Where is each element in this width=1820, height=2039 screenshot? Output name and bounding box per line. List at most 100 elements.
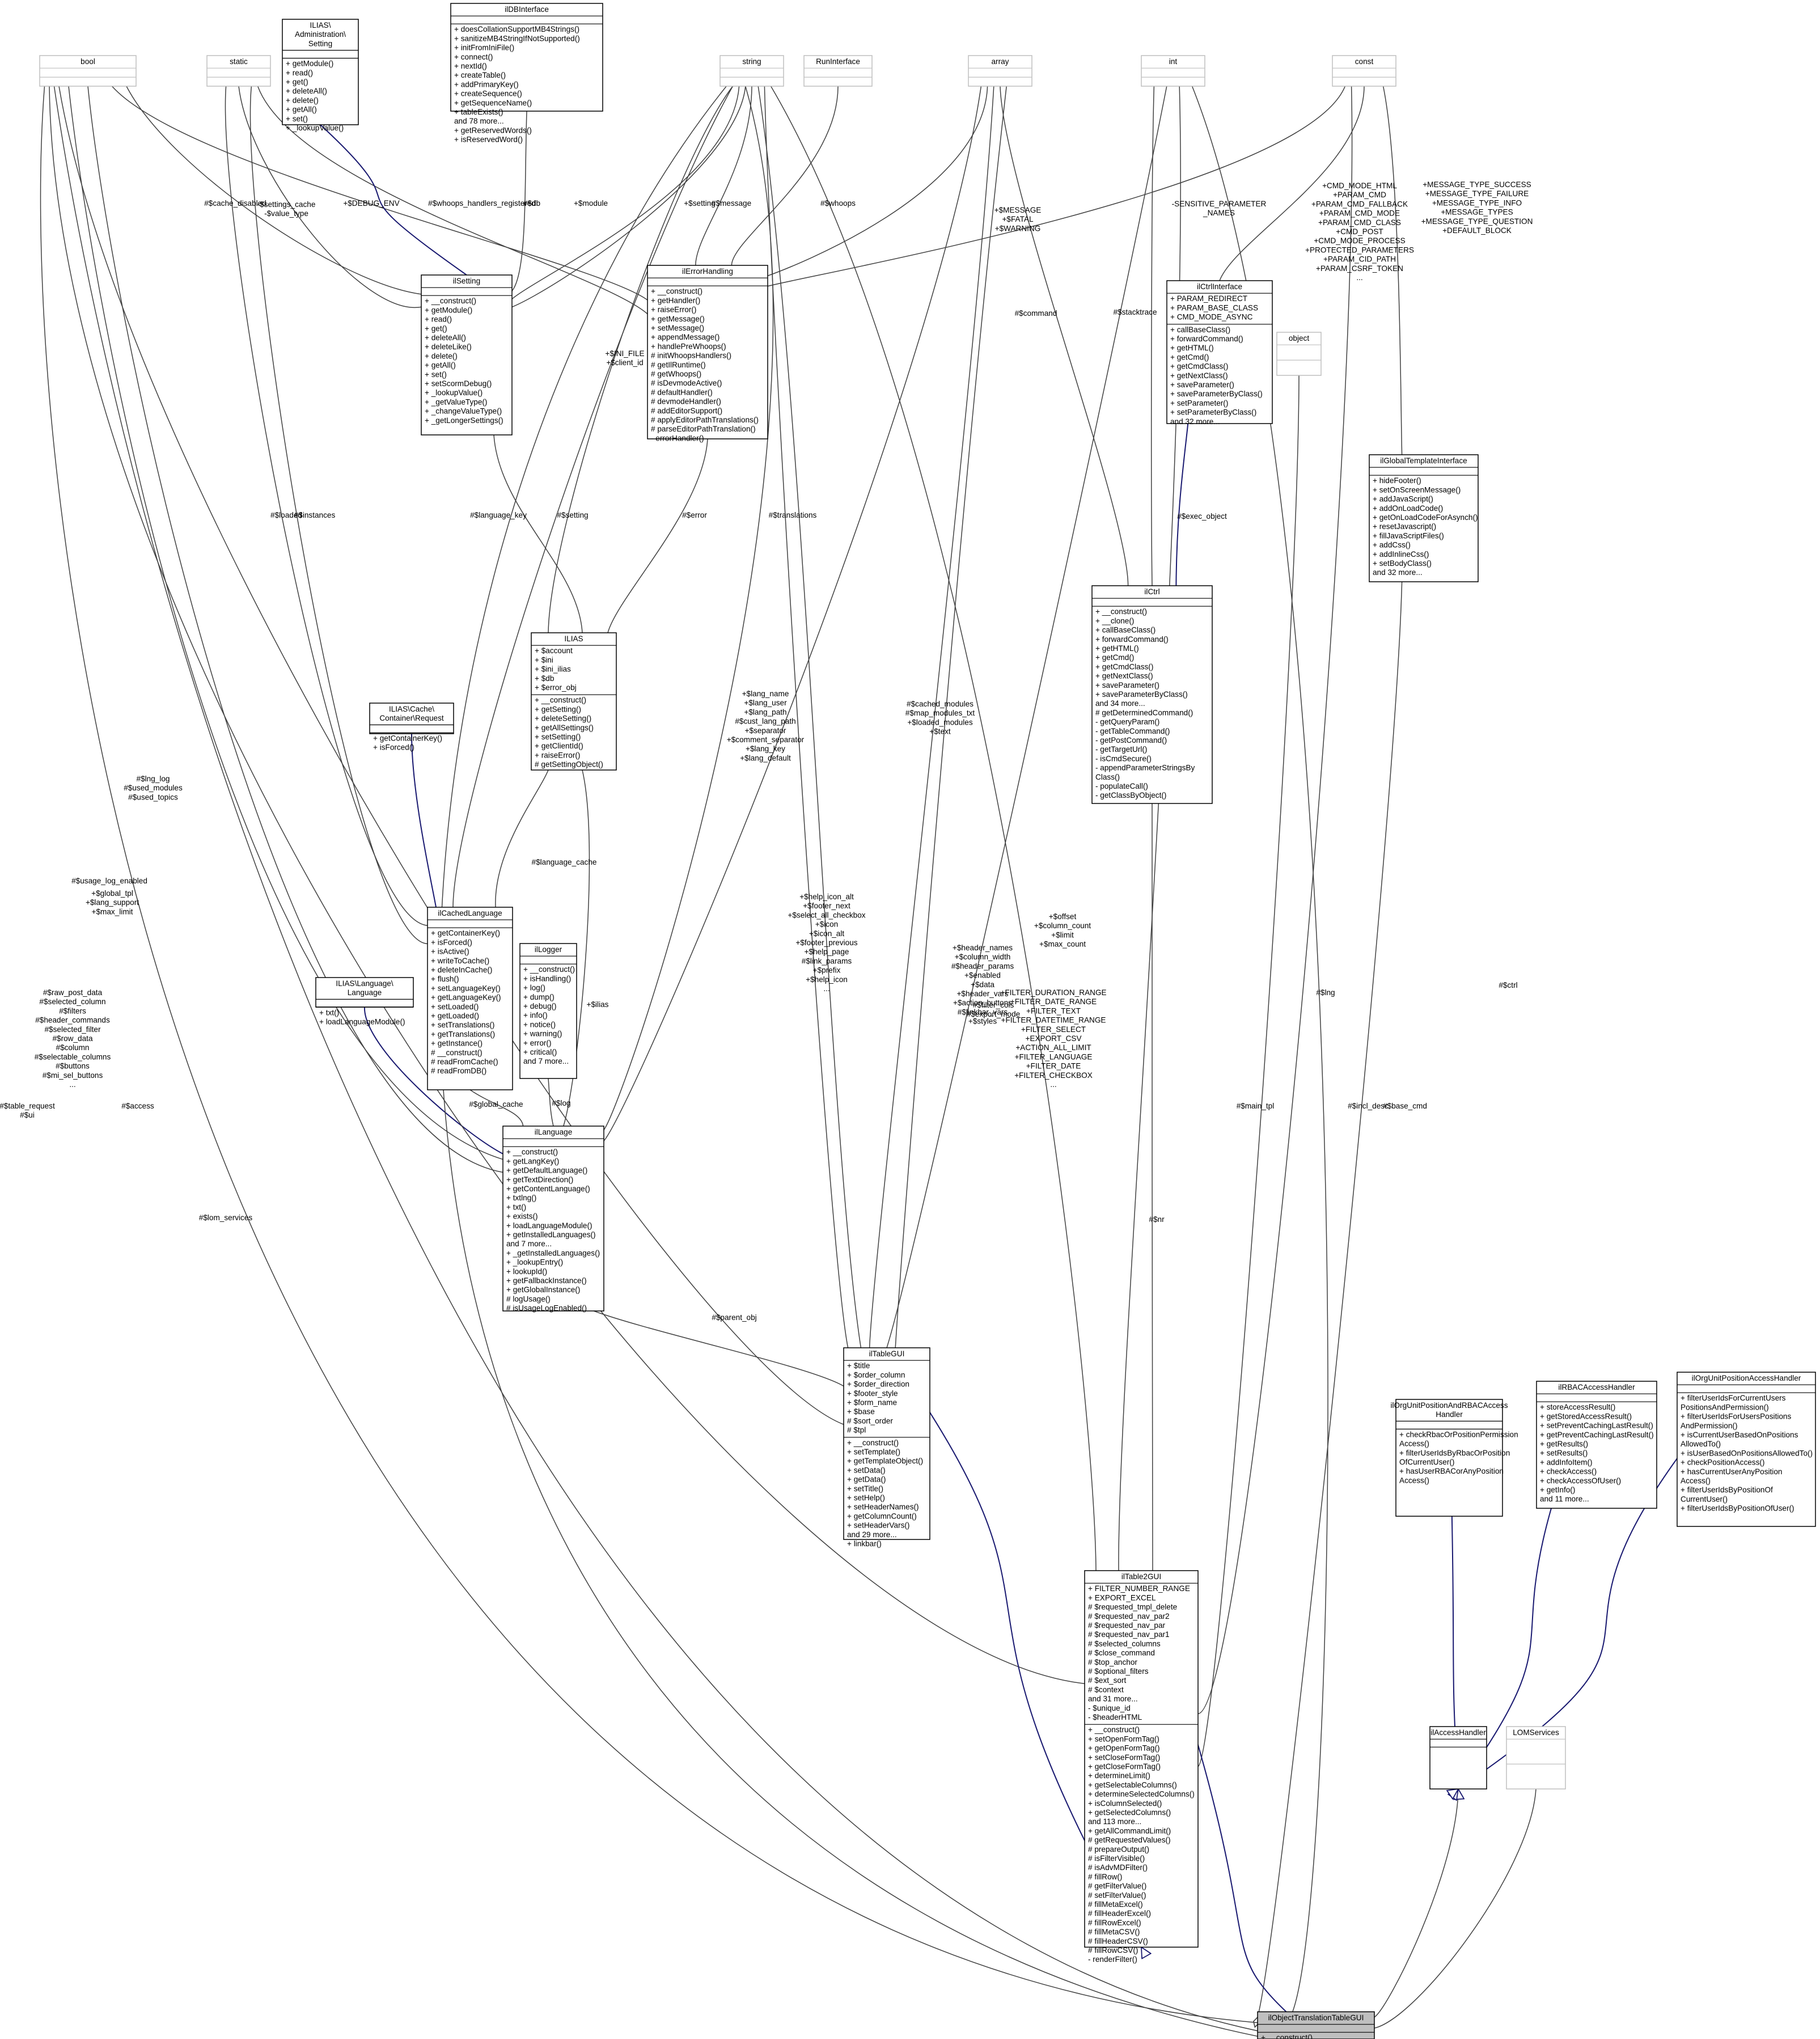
class-method: # isFilterVisible() xyxy=(1088,1854,1145,1863)
class-title: ilCtrl xyxy=(1144,587,1159,596)
class-node-ilias[interactable]: ILIAS+ $account+ $ini+ $ini_ilias+ $db+ … xyxy=(531,632,617,771)
class-node-object[interactable]: object xyxy=(1276,332,1322,376)
class-method: + createSequence() xyxy=(454,90,522,98)
class-method: and 34 more... xyxy=(1095,699,1145,708)
class-node-rbacacc[interactable]: ilRBACAccessHandler+ storeAccessResult()… xyxy=(1536,1381,1657,1509)
class-title: ILIAS xyxy=(564,634,583,643)
class-node-int[interactable]: int xyxy=(1141,55,1205,87)
edge-label: #$setting xyxy=(557,511,588,519)
class-node-langif[interactable]: ILIAS\Language\Language+ txt()+ loadLang… xyxy=(315,977,414,1026)
class-node-objtrans[interactable]: ilObjectTranslationTableGUI+ __construct… xyxy=(1257,2011,1375,2039)
edge-runif-to-ilerror xyxy=(728,86,839,277)
class-method: AndPermission() xyxy=(1681,1422,1737,1430)
class-method: + deleteInCache() xyxy=(431,966,492,974)
edge-label: -SENSITIVE_PARAMETER_NAMES xyxy=(1172,200,1267,217)
class-method: + getFallbackInstance() xyxy=(506,1276,587,1285)
edge-label: #$whoops xyxy=(820,199,856,208)
class-box xyxy=(1276,332,1322,376)
class-method: + getAll() xyxy=(286,105,317,114)
class-title: ilCachedLanguage xyxy=(438,909,502,917)
class-method: - populateCall() xyxy=(1095,782,1148,790)
class-member: + $ini_ilias xyxy=(535,665,571,674)
class-method: + getContainerKey() xyxy=(373,734,442,742)
class-method: # isUsageLogEnabled() xyxy=(506,1304,587,1313)
class-node-language[interactable]: ilLanguage+ __construct()+ getLangKey()+… xyxy=(502,1126,604,1313)
class-method: + getReservedWords() xyxy=(454,126,532,134)
class-method: + setCloseFormTag() xyxy=(1088,1753,1160,1762)
class-member: # $top_anchor xyxy=(1088,1658,1137,1666)
class-method: and 32 more... xyxy=(1373,568,1423,577)
edge-label: #$main_tpl xyxy=(1237,1102,1275,1110)
class-method: + _changeValueType() xyxy=(425,407,502,416)
edge-bool-to-language xyxy=(87,86,514,1177)
edge-idb-to-ilsetting xyxy=(505,111,527,300)
class-method: + deleteAll() xyxy=(425,333,466,342)
class-node-ilerror[interactable]: ilErrorHandling+ __construct()+ getHandl… xyxy=(647,265,768,442)
class-method: + flush() xyxy=(431,975,459,983)
class-method: + filterUserIdsForUsersPositions xyxy=(1681,1412,1791,1421)
class-node-access[interactable]: ilAccessHandler xyxy=(1429,1726,1487,1790)
class-node-lom[interactable]: LOMServices xyxy=(1506,1726,1566,1790)
edge-ilerror-to-ilias xyxy=(603,438,708,644)
class-method: + handlePreWhoops() xyxy=(651,342,726,350)
class-method: + setHelp() xyxy=(847,1494,885,1502)
class-method: + isActive() xyxy=(431,947,469,956)
class-method: and 113 more... xyxy=(1088,1817,1141,1826)
class-node-ilsetting[interactable]: ilSetting+ __construct()+ getModule()+ r… xyxy=(421,274,513,435)
class-node-orgposacc[interactable]: ilOrgUnitPositionAccessHandler+ filterUs… xyxy=(1677,1372,1816,1527)
class-method: + forwardCommand() xyxy=(1170,335,1243,343)
class-member: + $form_name xyxy=(847,1398,897,1407)
class-node-ilctrl[interactable]: ilCtrl+ __construct()+ __clone()+ callBa… xyxy=(1091,585,1213,804)
edge-bool-to-tablegui xyxy=(58,86,854,1429)
class-node-cachedlang[interactable]: ilCachedLanguage+ getContainerKey()+ isF… xyxy=(427,907,513,1090)
class-node-bool[interactable]: bool xyxy=(39,55,137,87)
class-node-logger[interactable]: ilLogger+ __construct()+ isHandling()+ l… xyxy=(519,943,577,1079)
class-method: + getColumnCount() xyxy=(847,1512,917,1520)
edge-array-to-ilerror xyxy=(757,86,988,281)
edge-object-to-table2gui xyxy=(1188,375,1300,1772)
class-title: ILIAS\Language\ xyxy=(336,979,393,988)
edge-int-to-tablegui xyxy=(882,86,1167,1359)
class-member: # $close_command xyxy=(1088,1649,1155,1657)
class-node-table2gui[interactable]: ilTable2GUI+ FILTER_NUMBER_RANGE+ EXPORT… xyxy=(1084,1570,1199,1964)
class-method: + setLoaded() xyxy=(431,1002,479,1011)
class-node-admsetting[interactable]: ILIAS\Administration\Setting+ getModule(… xyxy=(282,19,359,132)
class-title: Container\Request xyxy=(379,714,444,722)
class-method: + loadLanguageModule() xyxy=(506,1221,592,1230)
class-method: + hideFooter() xyxy=(1373,476,1421,485)
edge-bool-to-objtrans xyxy=(53,86,1269,2036)
class-box xyxy=(421,274,513,435)
class-node-cacherequest[interactable]: ILIAS\Cache\Container\Request+ getContai… xyxy=(369,703,454,752)
class-node-tablegui[interactable]: ilTableGUI+ $title+ $order_column+ $orde… xyxy=(843,1347,930,1548)
class-method: + setScormDebug() xyxy=(425,379,492,388)
class-node-static[interactable]: static xyxy=(206,55,271,87)
edge-cachedlang-to-language xyxy=(469,1089,527,1137)
class-method: + isColumnSelected() xyxy=(1088,1799,1162,1808)
class-method: + txt() xyxy=(319,1008,339,1017)
class-method: + getOnLoadCodeForAsynch() xyxy=(1373,513,1478,522)
class-node-ctrlif[interactable]: ilCtrlInterface+ PARAM_REDIRECT+ PARAM_B… xyxy=(1166,280,1273,426)
edge-label: #$stacktrace xyxy=(1113,308,1157,316)
class-node-array[interactable]: array xyxy=(968,55,1032,87)
class-node-runif[interactable]: RunInterface xyxy=(803,55,873,87)
class-method: + notice() xyxy=(523,1020,556,1029)
class-node-string[interactable]: string xyxy=(719,55,784,87)
class-method: + getHTML() xyxy=(1095,644,1139,653)
class-method: # defaultHandler() xyxy=(651,388,713,396)
class-method: + setPreventCachingLastResult() xyxy=(1540,1422,1653,1430)
class-method: # setFilterValue() xyxy=(1088,1891,1146,1900)
class-node-const[interactable]: const xyxy=(1332,55,1396,87)
class-node-idb[interactable]: ilDBInterface+ doesCollationSupportMB4St… xyxy=(450,3,603,144)
edge-label: #$base_cmd xyxy=(1383,1102,1427,1110)
class-method: Access() xyxy=(1399,1476,1429,1484)
class-method: # fillRow() xyxy=(1088,1872,1122,1881)
class-method: + exists() xyxy=(506,1212,538,1221)
class-node-globtpl[interactable]: ilGlobalTemplateInterface+ hideFooter()+… xyxy=(1369,454,1479,582)
class-method: # readFromCache() xyxy=(431,1057,498,1066)
class-method: + getTemplateObject() xyxy=(847,1457,923,1465)
class-method: + __construct() xyxy=(523,965,575,974)
class-member: # $optional_filters xyxy=(1088,1667,1149,1676)
class-method: + info() xyxy=(523,1011,548,1020)
class-title: RunInterface xyxy=(816,57,860,66)
